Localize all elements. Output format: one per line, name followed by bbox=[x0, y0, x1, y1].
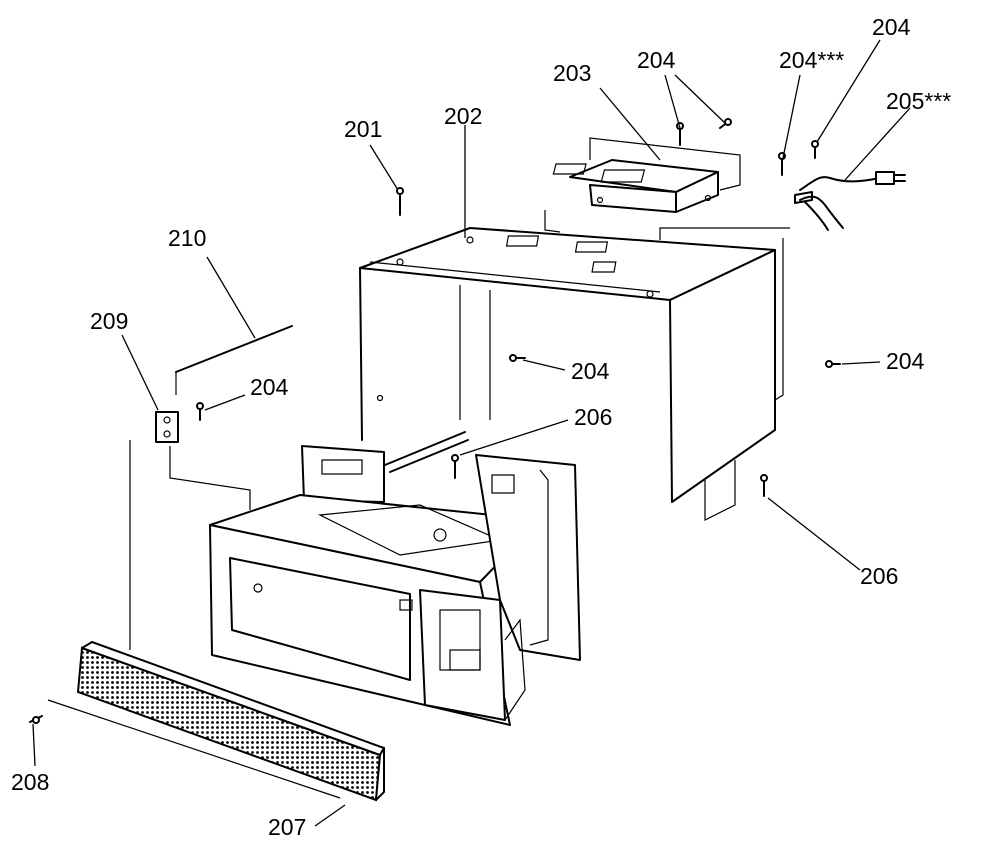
callout-207: 207 bbox=[268, 814, 306, 840]
screw-201 bbox=[396, 187, 404, 216]
mounting-bracket bbox=[544, 137, 741, 233]
callout-labels: 201 202 203 204 204*** 204 205*** 210 20… bbox=[11, 14, 951, 840]
screw-204-star bbox=[778, 152, 786, 176]
callout-204-star: 204*** bbox=[779, 47, 844, 73]
hinge-bracket bbox=[129, 411, 251, 650]
callout-209: 209 bbox=[90, 308, 128, 334]
callout-210: 210 bbox=[168, 225, 206, 251]
oven-cavity-chassis bbox=[209, 431, 581, 726]
leader-lines bbox=[32, 39, 911, 827]
callout-208: 208 bbox=[11, 769, 49, 795]
screw-204-right bbox=[825, 360, 841, 368]
front-grille bbox=[76, 641, 385, 802]
callout-204-bracket: 204 bbox=[637, 47, 676, 73]
screw-204-bracket-b bbox=[719, 118, 732, 129]
screw-204-left bbox=[196, 402, 204, 421]
callout-201: 201 bbox=[344, 116, 382, 142]
callout-204-middle: 204 bbox=[571, 358, 610, 384]
screw-208 bbox=[29, 715, 43, 724]
callout-203: 203 bbox=[553, 60, 591, 86]
callout-204-right: 204 bbox=[886, 348, 925, 374]
callout-206-middle: 206 bbox=[574, 404, 612, 430]
power-cord-assembly bbox=[794, 171, 906, 231]
screw-204-topright bbox=[811, 140, 819, 159]
screw-204-middle bbox=[509, 354, 526, 362]
callout-204-topright: 204 bbox=[872, 14, 911, 40]
hinge-rod bbox=[175, 325, 293, 395]
callout-206-right: 206 bbox=[860, 563, 898, 589]
callout-202: 202 bbox=[444, 103, 482, 129]
screw-206-right bbox=[760, 474, 768, 497]
callout-205-star: 205*** bbox=[886, 88, 951, 114]
callout-204-left: 204 bbox=[250, 374, 289, 400]
outer-cabinet-wrapper bbox=[359, 227, 790, 521]
screw-206-middle bbox=[451, 454, 459, 479]
